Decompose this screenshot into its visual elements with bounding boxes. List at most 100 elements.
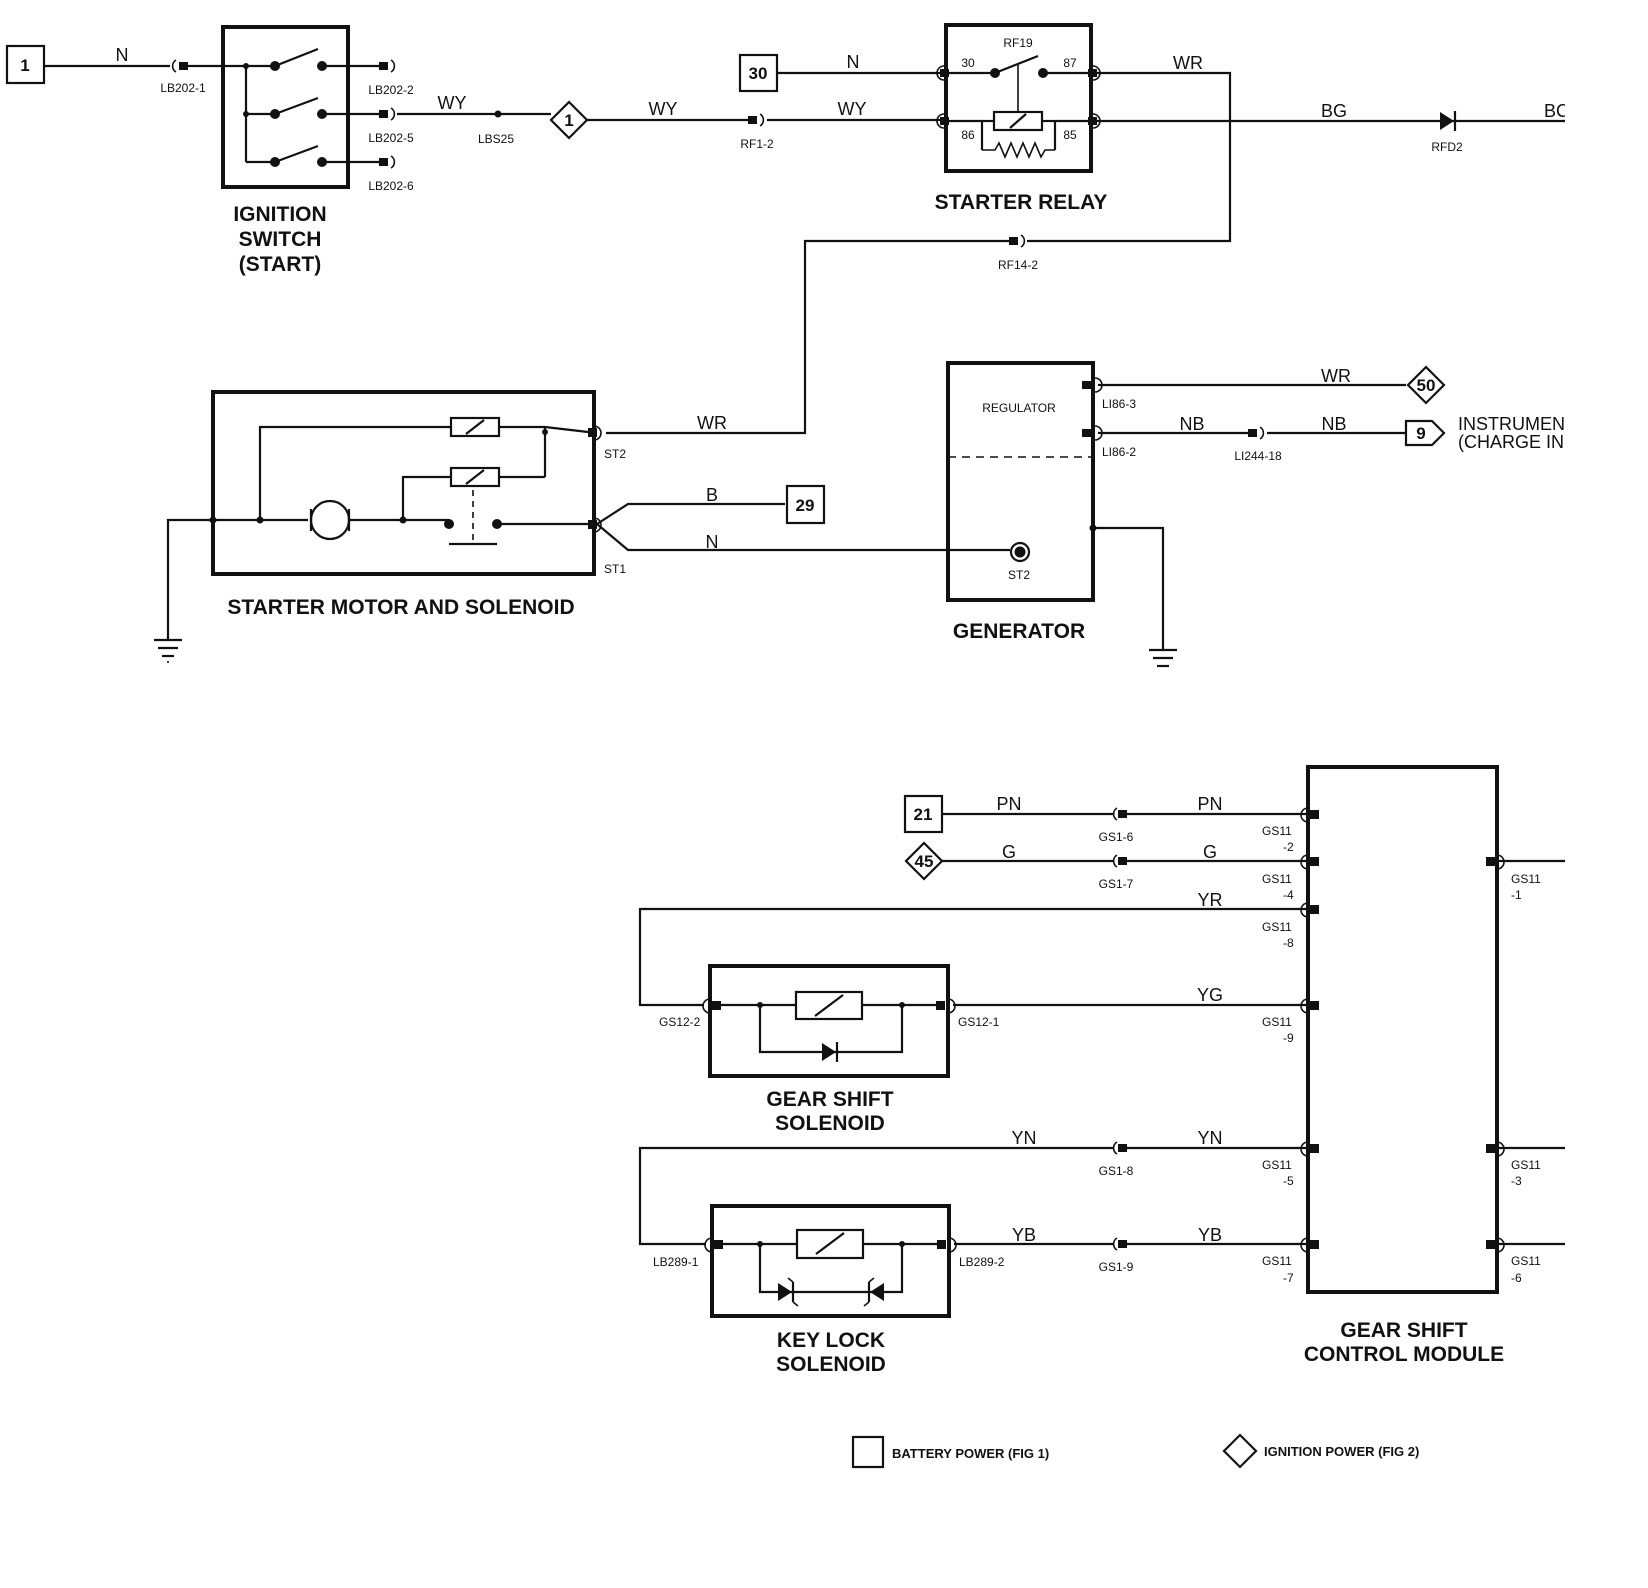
wire-label-yr: YR: [1197, 890, 1222, 910]
gs11-8-b: -8: [1283, 936, 1294, 950]
wire-label-nb1: NB: [1179, 414, 1204, 434]
gs11-5-b: -5: [1283, 1174, 1294, 1188]
ignition-switch: IGNITION SWITCH (START): [171, 25, 396, 276]
legend-ignition-symbol: [1222, 1433, 1258, 1469]
battery-ref-29-box: [785, 484, 826, 525]
connector-li244-18: LI244-18: [1234, 449, 1282, 463]
key-lock-solenoid-box: [710, 1204, 951, 1318]
starter-motor-label: STARTER MOTOR AND SOLENOID: [227, 596, 574, 619]
connector-lb202-5: LB202-5: [368, 131, 414, 145]
diode-rfd2: RFD2: [1431, 140, 1463, 154]
starter-relay-label: STARTER RELAY: [935, 191, 1108, 214]
wire-label-n-gen: N: [706, 532, 719, 552]
wire-label-wr-motor: WR: [697, 413, 727, 433]
wire-label-nb2: NB: [1321, 414, 1346, 434]
ignition-ref-45-diamond: [904, 841, 944, 881]
gs11-8-a: GS11: [1262, 920, 1292, 934]
instrument-ref-9: 9: [1416, 424, 1425, 443]
key-lock-solenoid-label-line2: SOLENOID: [776, 1353, 886, 1376]
relay-pin-86: 86: [961, 128, 975, 142]
connector-gs1-6: GS1-6: [1099, 830, 1134, 844]
gear-shift-solenoid: GS12-2 GS12-1 GEAR SHIFT SOLENOID: [659, 964, 1000, 1135]
wiring-diagram: IGNITION SWITCH (START) 1 N LB202-1 LB20…: [5, 23, 1565, 1469]
legend-battery-symbol: [851, 1435, 885, 1469]
wire-label-g1: G: [1002, 842, 1016, 862]
connector-rf14-2: RF14-2: [998, 258, 1038, 272]
wire-label-b29: B: [706, 485, 718, 505]
wire-label-wy1: WY: [438, 93, 467, 113]
battery-ref-21: 21: [914, 805, 933, 824]
gear-shift-solenoid-label-line1: GEAR SHIFT: [766, 1088, 893, 1111]
gs11-4-a: GS11: [1262, 872, 1292, 886]
gear-shift-module-label-line1: GEAR SHIFT: [1340, 1319, 1467, 1342]
key-lock-solenoid: LB289-1 LB289-2 KEY LOCK SOLENOID: [653, 1204, 1005, 1376]
connector-lb289-1: LB289-1: [653, 1255, 699, 1269]
battery-ref-1: 1: [20, 56, 29, 75]
wire-label-n30: N: [847, 52, 860, 72]
gs11-9-a: GS11: [1262, 1015, 1292, 1029]
wire-label-bg: BG: [1321, 101, 1347, 121]
gs11-2-a: GS11: [1262, 824, 1292, 838]
wire-label-wr-gen: WR: [1321, 366, 1351, 386]
gs11-7-b: -7: [1283, 1271, 1294, 1285]
generator-terminal-st2: ST2: [1008, 568, 1030, 582]
splice-lbs25: LBS25: [478, 132, 514, 146]
starter-motor-box: [211, 390, 596, 576]
instrument-label-line2: (CHARGE IN: [1458, 432, 1564, 452]
legend-battery-label: BATTERY POWER (FIG 1): [892, 1446, 1049, 1461]
connector-gs1-9: GS1-9: [1099, 1260, 1134, 1274]
wire-label-wr-relay: WR: [1173, 53, 1203, 73]
wire-label-yn2: YN: [1197, 1128, 1222, 1148]
battery-ref-box: [5, 44, 46, 85]
ignition-switch-label-line1: IGNITION: [233, 203, 326, 226]
generator-box: [946, 361, 1095, 602]
ignition-switch-label-line2: SWITCH: [239, 228, 322, 251]
wire-label-yn1: YN: [1011, 1128, 1036, 1148]
ignition-ref-50: 50: [1417, 376, 1436, 395]
connector-lb202-6: LB202-6: [368, 179, 414, 193]
generator-label: GENERATOR: [953, 620, 1085, 643]
connector-gs1-7: GS1-7: [1099, 877, 1134, 891]
wire-label-pn1: PN: [996, 794, 1021, 814]
starter-terminal-st2: ST2: [604, 447, 626, 461]
gs11-9-b: -9: [1283, 1031, 1294, 1045]
key-lock-solenoid-label-line1: KEY LOCK: [777, 1329, 885, 1352]
instrument-label-line1: INSTRUMEN: [1458, 414, 1565, 434]
wire-label-n1: N: [116, 45, 129, 65]
legend: BATTERY POWER (FIG 1) IGNITION POWER (FI…: [851, 1433, 1419, 1469]
connector-lb289-2: LB289-2: [959, 1255, 1005, 1269]
connector-gs12-1: GS12-1: [958, 1015, 1000, 1029]
ignition-switch-box: [221, 25, 350, 189]
connector-rf1-2: RF1-2: [740, 137, 774, 151]
gear-shift-module-label-line2: CONTROL MODULE: [1304, 1343, 1504, 1366]
gear-shift-solenoid-box: [708, 964, 950, 1078]
ignition-switch-label-line3: (START): [239, 253, 321, 276]
gear-shift-control-module: GEAR SHIFT CONTROL MODULE GS11 -2 GS11 -…: [1262, 765, 1565, 1366]
legend-ignition-label: IGNITION POWER (FIG 2): [1264, 1444, 1419, 1459]
gear-shift-module-box: [1306, 765, 1499, 1294]
wire-label-yb2: YB: [1198, 1225, 1222, 1245]
gs11-1-b: -1: [1511, 888, 1522, 902]
gs11-6-a: GS11: [1511, 1254, 1541, 1268]
ignition-ref-diamond: [549, 100, 589, 140]
gs11-6-b: -6: [1511, 1271, 1522, 1285]
connector-lb202-2: LB202-2: [368, 83, 414, 97]
gs11-3-a: GS11: [1511, 1158, 1541, 1172]
connector-li86-2: LI86-2: [1102, 445, 1136, 459]
gs11-2-b: -2: [1283, 840, 1294, 854]
gear-shift-solenoid-label-line2: SOLENOID: [775, 1112, 885, 1135]
relay-pin-87: 87: [1063, 56, 1077, 70]
starter-terminal-st1: ST1: [604, 562, 626, 576]
generator: REGULATOR ST2 LI86-3 LI86-2 GENERATOR: [946, 361, 1136, 643]
relay-ref-rf19: RF19: [1003, 36, 1033, 50]
gs11-4-b: -4: [1283, 888, 1294, 902]
connector-gs12-2: GS12-2: [659, 1015, 701, 1029]
wire-label-yg: YG: [1197, 985, 1223, 1005]
connector-li86-3: LI86-3: [1102, 397, 1136, 411]
wire-label-bc: BC: [1544, 101, 1565, 121]
ignition-ref-1: 1: [564, 111, 573, 130]
wire-label-wy3: WY: [838, 99, 867, 119]
connector-gs1-8: GS1-8: [1099, 1164, 1134, 1178]
wire-label-pn2: PN: [1197, 794, 1222, 814]
battery-ref-30: 30: [749, 64, 768, 83]
